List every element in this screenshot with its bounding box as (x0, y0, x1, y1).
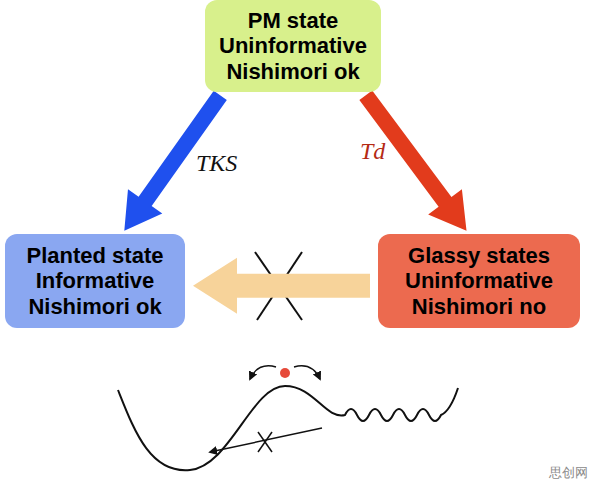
state-property: Uninformative (219, 33, 367, 58)
state-box: Glassy statesUninformativeNishimori no (378, 234, 580, 328)
cross-mark (258, 432, 272, 452)
state-property: Nishimori no (412, 294, 546, 319)
state-title: PM state (248, 8, 338, 33)
temperature-label: TKS (196, 150, 237, 176)
blocked-arrow (210, 428, 322, 452)
state-box: Planted stateInformativeNishimori ok (5, 234, 185, 328)
state-title: Glassy states (408, 243, 550, 268)
state-box: PM stateUninformativeNishimori ok (205, 0, 381, 92)
roll-arrow (294, 366, 320, 379)
transition-arrow (359, 90, 466, 230)
transition-arrow (193, 258, 370, 314)
state-title: Planted state (27, 243, 164, 268)
temperature-label: Td (360, 138, 385, 164)
state-dot (280, 368, 290, 378)
landscape-curve (118, 386, 458, 470)
state-property: Uninformative (405, 268, 553, 293)
state-property: Nishimori ok (226, 59, 359, 84)
state-property: Nishimori ok (28, 294, 161, 319)
roll-arrow (250, 366, 276, 379)
cross-mark (258, 432, 272, 452)
watermark: 思创网 (549, 464, 588, 482)
state-property: Informative (36, 268, 155, 293)
